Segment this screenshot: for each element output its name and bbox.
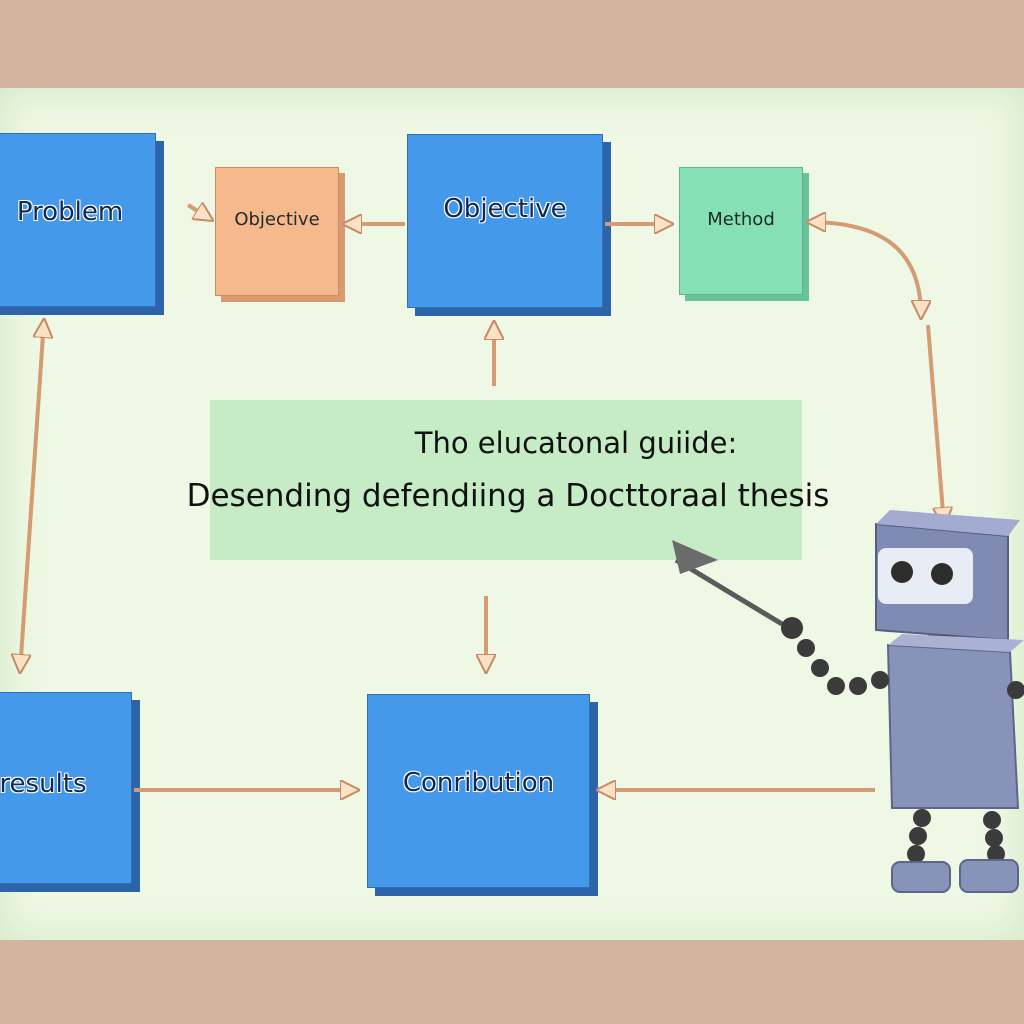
title-line-2: Desending defendiing a Docttoraal thesis — [186, 478, 830, 514]
problem-box: Problem — [0, 133, 156, 307]
robot-pointer-tip-icon — [672, 540, 718, 574]
title-line-1: Thο elucatonal guiide: — [414, 426, 738, 460]
robot-foot-left — [891, 861, 951, 893]
robot-foot-right — [959, 859, 1019, 893]
contribution-box: Conribution — [367, 694, 590, 888]
arrow-problem-to-objective — [186, 205, 212, 220]
robot-presenter — [672, 510, 1024, 893]
arrow-problem-results — [20, 320, 44, 672]
problem-label: Problem — [16, 197, 124, 227]
objective-main-label: Objective — [443, 194, 567, 224]
objective-small-label: Objective — [234, 209, 320, 230]
title-panel: Thο elucatonal guiide: Desending defendi… — [187, 400, 829, 560]
method-label: Method — [707, 208, 775, 230]
objective-main-box: Objective — [407, 134, 603, 308]
robot-pointer — [674, 557, 784, 627]
robot-eye-left-icon — [891, 561, 913, 583]
objective-small-box: Objective — [215, 167, 339, 296]
arrow-right-vertical — [926, 324, 944, 525]
arrow-method-curve — [808, 222, 921, 318]
method-box: Method — [679, 167, 803, 295]
contribution-label: Conribution — [402, 768, 555, 798]
results-box: results — [0, 692, 132, 884]
results-label: results — [0, 769, 87, 799]
robot-eye-right-icon — [931, 563, 953, 585]
